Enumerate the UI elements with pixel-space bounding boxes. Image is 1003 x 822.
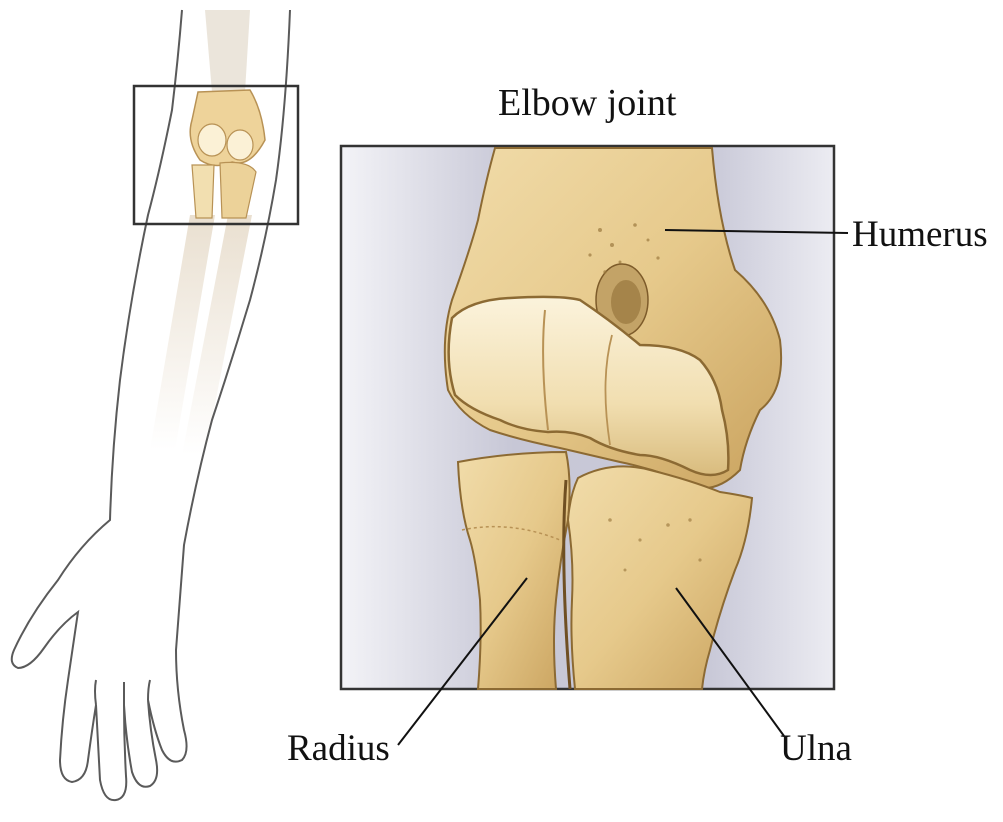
diagram-title: Elbow joint [498,84,676,122]
ulna-label: Ulna [780,730,852,767]
upper-arm-bone-shadow [205,10,250,92]
mini-elbow-bones [190,90,265,218]
elbow-detail-panel [341,146,834,689]
radius-label: Radius [287,730,390,767]
humerus-label: Humerus [852,216,988,253]
arm-illustration [12,10,298,800]
